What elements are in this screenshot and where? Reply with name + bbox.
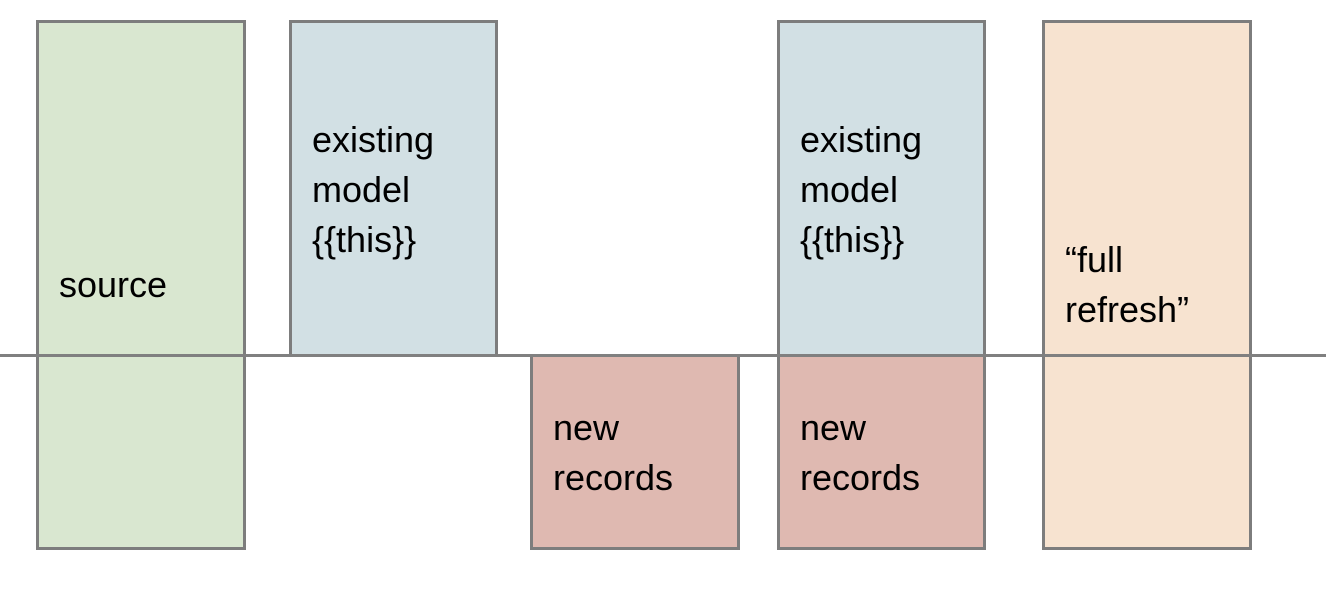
- box-full-refresh[interactable]: “full refresh”: [1042, 20, 1252, 550]
- box-existing-model-b[interactable]: existing model {{this}}: [777, 20, 986, 357]
- box-full-refresh-label: “full refresh”: [1065, 239, 1190, 330]
- box-new-records-a[interactable]: new records: [530, 354, 740, 550]
- box-existing-model-b-label: existing model {{this}}: [800, 119, 923, 260]
- box-existing-model-a[interactable]: existing model {{this}}: [289, 20, 498, 357]
- horizontal-baseline: [0, 354, 1326, 357]
- box-new-records-b-label: new records: [800, 407, 921, 498]
- box-existing-model-a-label: existing model {{this}}: [312, 119, 435, 260]
- box-new-records-a-label: new records: [553, 407, 674, 498]
- box-source-label: source: [59, 264, 168, 305]
- box-new-records-b[interactable]: new records: [777, 354, 986, 550]
- box-source[interactable]: source: [36, 20, 246, 550]
